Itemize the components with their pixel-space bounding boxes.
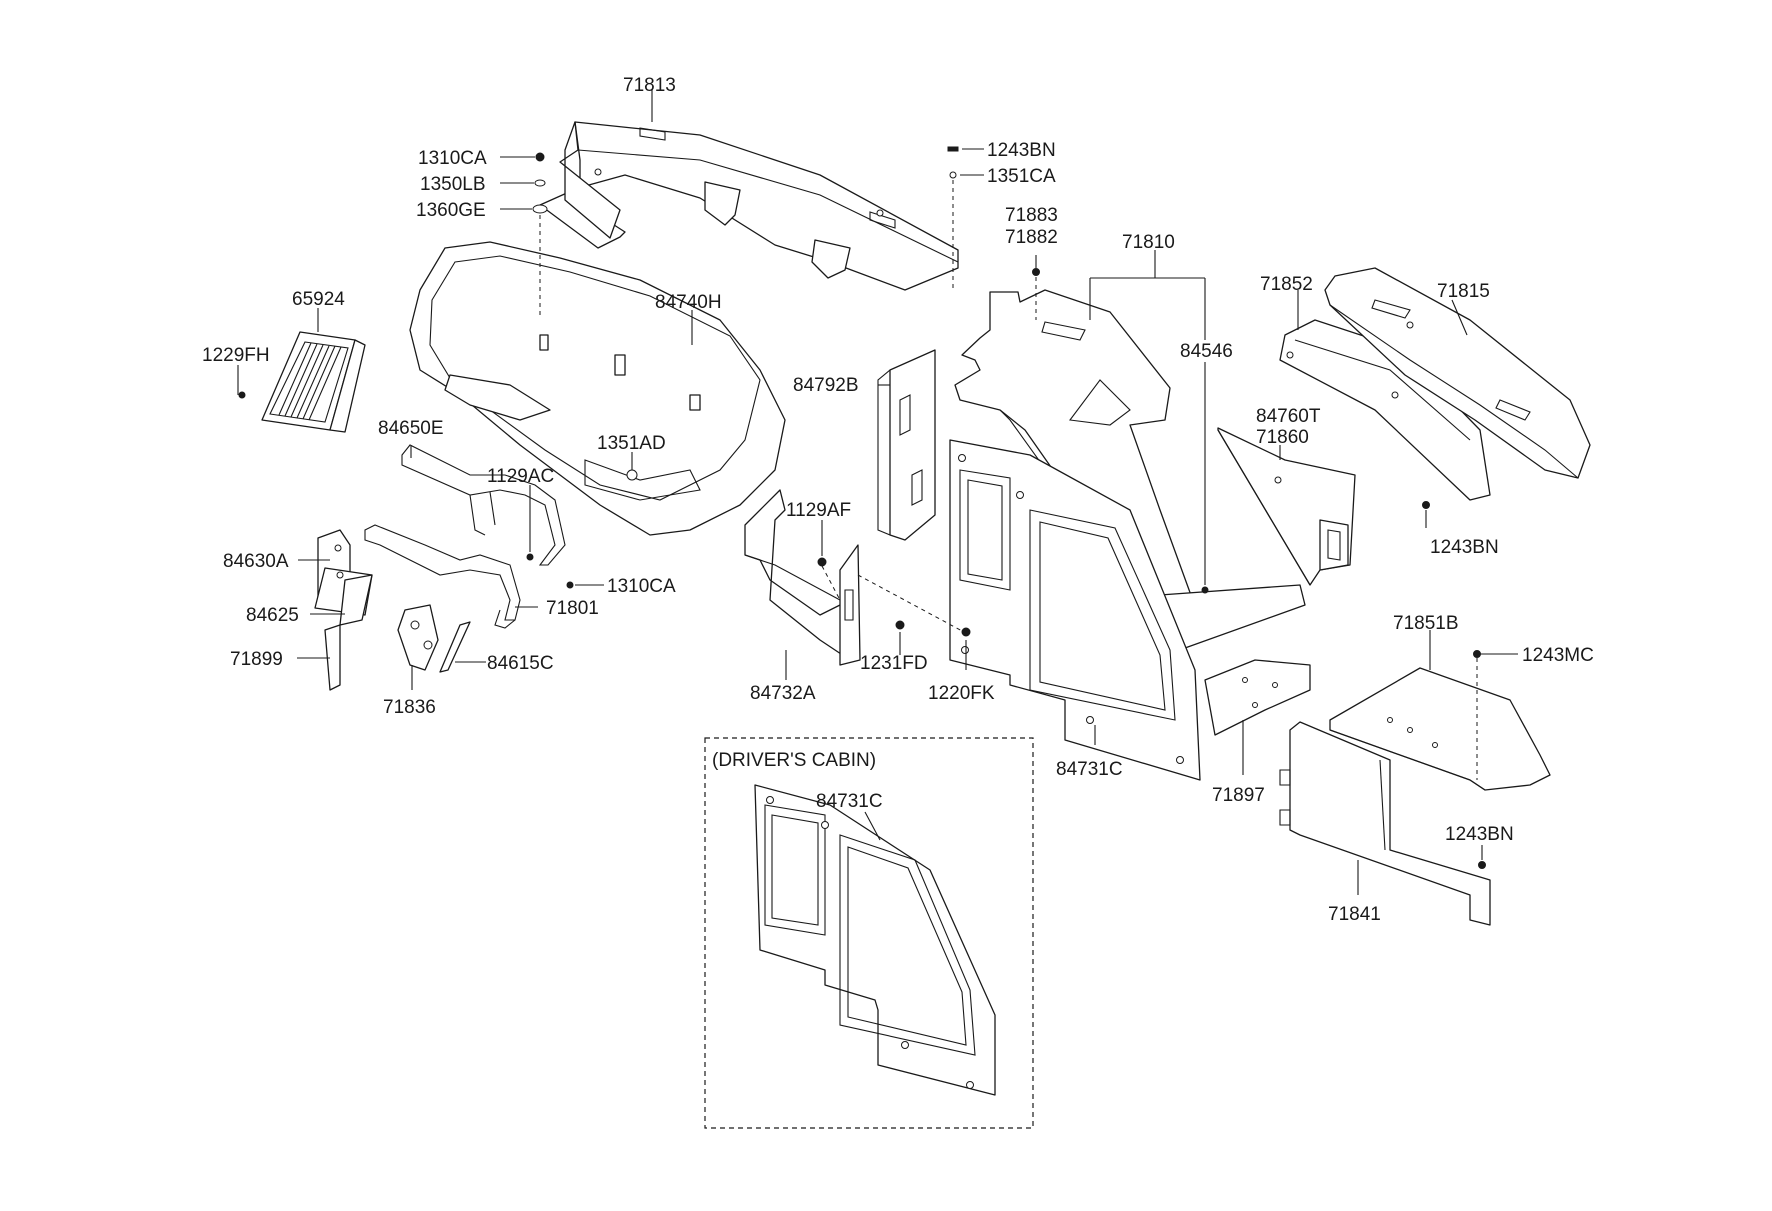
label-84650E: 84650E (378, 418, 444, 439)
label-1243BN-low: 1243BN (1445, 824, 1514, 845)
label-71897: 71897 (1212, 785, 1265, 806)
part-71852-trim (1279, 319, 1491, 501)
label-drivers-cabin: (DRIVER'S CABIN) (712, 750, 876, 771)
part-71813-top-cover (539, 121, 959, 291)
label-1231FD: 1231FD (860, 653, 928, 674)
label-1129AC: 1129AC (487, 466, 554, 487)
label-1360GE: 1360GE (416, 200, 486, 221)
label-84630A: 84630A (223, 551, 289, 572)
label-84615C: 84615C (487, 653, 554, 674)
part-71899-plate (324, 624, 341, 691)
label-84625: 84625 (246, 605, 299, 626)
part-84740H-dashboard-shell (409, 241, 786, 536)
part-71801-bracket (364, 524, 521, 629)
label-71851B: 71851B (1393, 613, 1459, 634)
label-1243BN-top: 1243BN (987, 140, 1056, 161)
label-1350LB: 1350LB (420, 174, 486, 195)
part-71851B-panel (1329, 667, 1551, 791)
label-71836: 71836 (383, 697, 436, 718)
label-1310CA-low: 1310CA (607, 576, 676, 597)
label-84732A: 84732A (750, 683, 816, 704)
label-84792B: 84792B (793, 375, 859, 396)
label-71801: 71801 (546, 598, 599, 619)
label-84546: 84546 (1180, 341, 1233, 362)
label-71813: 71813 (623, 75, 676, 96)
part-84792B-bracket (877, 349, 936, 541)
label-84740H: 84740H (655, 292, 722, 313)
label-65924: 65924 (292, 289, 345, 310)
leader-lines (237, 90, 1518, 895)
part-84615C-plate (439, 621, 471, 673)
part-84650E-bracket (401, 444, 566, 566)
label-84731C-main: 84731C (1056, 759, 1123, 780)
part-65924-filter (261, 331, 366, 433)
part-71836-bracket (397, 604, 439, 671)
label-1243BN-right: 1243BN (1430, 537, 1499, 558)
label-1243MC: 1243MC (1522, 645, 1594, 666)
label-71899: 71899 (230, 649, 283, 670)
part-84731C-main-panel (949, 439, 1201, 781)
part-84732A-bracket (744, 489, 861, 666)
label-71841: 71841 (1328, 904, 1381, 925)
label-71883: 71883 (1005, 205, 1058, 226)
part-84625-plate (339, 574, 373, 626)
label-1310CA-top: 1310CA (418, 148, 487, 169)
part-71841-panel (1279, 721, 1491, 926)
fasteners (238, 146, 1486, 869)
label-71882: 71882 (1005, 227, 1058, 248)
label-1229FH: 1229FH (202, 345, 270, 366)
label-84760T: 84760T (1256, 406, 1321, 427)
label-71810: 71810 (1122, 232, 1175, 253)
part-71897-bracket (1204, 659, 1311, 736)
label-1220FK: 1220FK (928, 683, 995, 704)
label-84731C-cabin: 84731C (816, 791, 883, 812)
part-71815-right-cover (1324, 267, 1591, 479)
part-84760T-71860-side-panel (1217, 427, 1356, 586)
drivers-cabin-box (704, 737, 1034, 1129)
label-71852: 71852 (1260, 274, 1313, 295)
label-71860: 71860 (1256, 427, 1309, 448)
label-1351CA: 1351CA (987, 166, 1056, 187)
label-1351AD: 1351AD (597, 433, 666, 454)
part-labels: 71813 1310CA 1350LB 1360GE 1243BN 1351CA… (202, 75, 1594, 925)
label-1129AF: 1129AF (786, 500, 851, 521)
label-71815: 71815 (1437, 281, 1490, 302)
